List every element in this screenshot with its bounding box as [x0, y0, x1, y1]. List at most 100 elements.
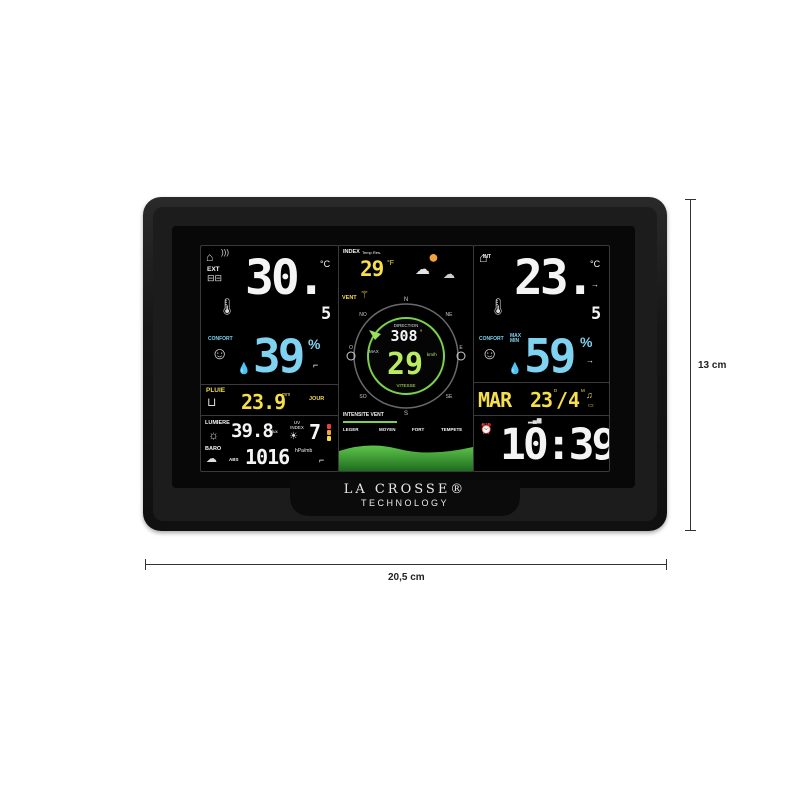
baro-label: BARO — [205, 446, 222, 452]
device-chin — [290, 480, 520, 516]
index-value: 29 — [360, 257, 384, 281]
rain-label: PLUIE — [206, 387, 226, 394]
uv-sun-icon: ☀ — [289, 431, 298, 442]
wind-direction-label: DIRECTION — [394, 323, 419, 328]
height-dimension-label: 13 cm — [698, 360, 727, 371]
house-indoor-icon: ⌂ — [479, 249, 488, 265]
brand-name: LA CROSSE® — [343, 482, 467, 497]
sensor-icon: ⊟⊟ — [207, 273, 223, 283]
wind-forecast-panel: INDEX Temp.Res. 29 °F ● ☁ ☁ VENT ⚚ N NE … — [338, 245, 474, 472]
compass-o: O — [349, 345, 353, 351]
cloud-icon: ☁ — [415, 261, 430, 278]
compass-se: SE — [446, 394, 453, 400]
compass-e: E — [459, 345, 463, 351]
compass-ne: NE — [446, 312, 454, 318]
indoor-humidity-trend-arrow: → — [586, 356, 594, 365]
outdoor-label: EXT — [207, 266, 220, 273]
compass-west-marker — [346, 351, 356, 361]
house-outdoor-icon: ⌂ — [206, 250, 214, 264]
compass-so: SO — [359, 394, 366, 400]
rain-panel: PLUIE ⊔ 23.9 mm JOUR — [200, 384, 339, 420]
signal-strength-icon: ▂▄▆ — [528, 418, 542, 424]
date-month: 4 — [568, 388, 580, 412]
height-dimension-line — [690, 199, 691, 531]
outdoor-humidity: 39 — [253, 329, 305, 383]
rain-unit: mm — [282, 392, 291, 398]
comfort-face-icon: ☺ — [211, 344, 229, 363]
uv-level-orange — [327, 430, 331, 435]
width-dimension-tick-right — [666, 559, 667, 570]
wind-direction-pointer — [369, 330, 381, 340]
forecast-cloud-icon: ☁ — [206, 453, 217, 465]
wind-label: VENT — [342, 295, 357, 301]
wind-direction-degree: ° — [420, 330, 423, 336]
battery-icon: ▭ — [588, 403, 594, 409]
height-dimension-tick-top — [685, 199, 696, 200]
alarm-clock-icon: ⏰ — [480, 424, 493, 435]
date-day: 23 — [530, 388, 553, 412]
indoor-comfort-face-icon: ☺ — [481, 344, 499, 363]
outdoor-temperature-unit: °C — [320, 259, 331, 269]
wind-level-strong: FORT — [412, 427, 425, 432]
wind-landscape-graphic — [339, 445, 473, 471]
brand-logo: LA CROSSE® TECHNOLOGY — [290, 483, 520, 508]
indoor-thermometer-icon: 🌡 — [488, 299, 509, 316]
indoor-panel: ⌂ INT 23. °C → 5 🌡 CONFORT ☺ 💧 MAX MIN 5… — [473, 245, 610, 387]
uv-value: 7 — [309, 420, 322, 444]
baro-mode: ABS — [229, 457, 239, 462]
wind-speed-unit: km/h — [427, 352, 437, 357]
compass-no: NO — [359, 312, 367, 318]
wind-turbine-icon: ⚚ — [360, 290, 369, 301]
compass-n: N — [404, 297, 408, 303]
outdoor-panel: ⌂ ))) EXT ⊟⊟ 30. °C 5 🌡 CONFORT ☺ 💧 39 %… — [200, 245, 339, 390]
date-panel: MAR 23 D / 4 M ♫ ▭ — [473, 382, 610, 420]
uv-label: UV INDEX — [290, 420, 304, 430]
wind-max-label: MAX — [369, 349, 379, 354]
indoor-temperature: 23. — [514, 250, 595, 306]
wind-intensity-bar — [343, 421, 397, 423]
compass-east-marker — [456, 351, 466, 361]
date-weekday: MAR — [478, 388, 512, 412]
indoor-trend-arrow: → — [591, 280, 599, 289]
uv-level-red — [327, 424, 331, 429]
indoor-comfort-label: CONFORT — [479, 336, 504, 342]
width-dimension-line — [145, 564, 667, 565]
indoor-temperature-decimal: 5 — [591, 304, 602, 324]
compass-inner-ring — [367, 317, 445, 395]
rain-period: JOUR — [309, 396, 325, 402]
indoor-humidity-unit: % — [580, 334, 593, 350]
index-label: INDEX — [343, 249, 360, 255]
wind-direction-value: 308 — [390, 327, 417, 345]
wind-level-storm: TEMPETE — [441, 427, 463, 432]
outdoor-comfort-label: CONFORT — [208, 336, 233, 342]
baro-value: 1016 — [245, 445, 290, 469]
uv-level-yellow — [327, 436, 331, 441]
width-dimension-label: 20,5 cm — [388, 572, 425, 583]
humidity-drop-icon: 💧 — [237, 363, 251, 375]
rain-gauge-icon: ⊔ — [207, 395, 217, 409]
light-baro-panel: LUMIERE ☼ 39.8 Klux UV INDEX ☀ 7 BARO ☁ … — [200, 415, 339, 472]
index-unit: °F — [387, 260, 395, 267]
wind-level-medium: MOYEN — [379, 427, 396, 432]
baro-unit: hPa/mb — [295, 448, 313, 454]
indoor-label: INT — [483, 254, 492, 260]
indoor-maxmin-label: MAX MIN — [510, 333, 522, 344]
humidity-trend-arrow: ⌐ — [313, 360, 319, 370]
rain-value: 23.9 — [241, 390, 286, 414]
date-month-suffix: M — [581, 388, 585, 393]
alarm-bells-icon: ♫ — [586, 390, 593, 400]
outdoor-temperature: 30. — [245, 250, 326, 306]
clock-panel: ⏰ ▂▄▆ 10:39 — [473, 415, 610, 472]
indoor-temperature-unit: °C — [590, 259, 601, 269]
outdoor-humidity-unit: % — [308, 336, 321, 352]
wind-intensity-label: INTENSITE VENT — [343, 412, 384, 418]
thermometer-icon: 🌡 — [217, 299, 238, 316]
date-day-suffix: D — [554, 388, 558, 393]
sun-icon: ● — [428, 247, 439, 267]
outdoor-temperature-decimal: 5 — [321, 304, 332, 324]
width-dimension-tick-left — [145, 559, 146, 570]
brand-subtitle: TECHNOLOGY — [360, 498, 449, 508]
indoor-humidity-drop-icon: 💧 — [508, 363, 522, 375]
clock-time: 10:39 — [500, 420, 610, 470]
signal-icon: ))) — [221, 248, 229, 257]
